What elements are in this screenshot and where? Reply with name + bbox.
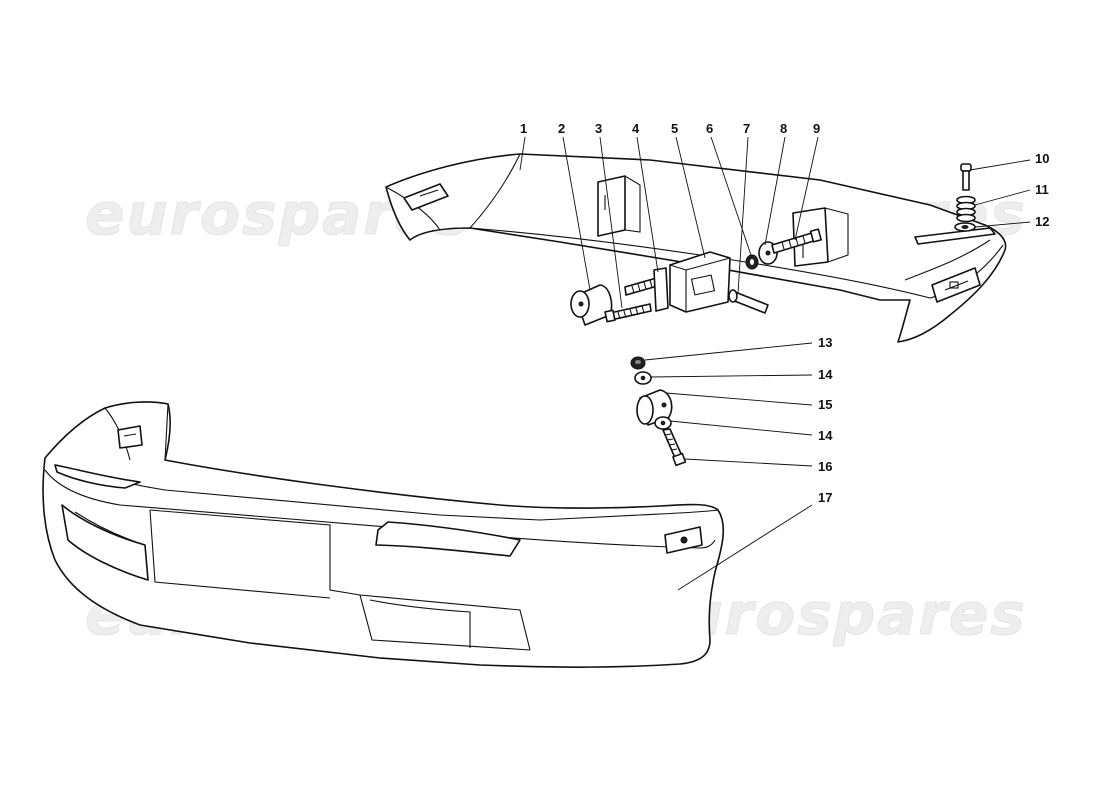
- callout-6: 6: [706, 121, 713, 136]
- callout-14-lower: 14: [818, 428, 833, 443]
- part-9-bolt: [771, 228, 822, 254]
- part-2-rubber-bushing: [570, 284, 613, 326]
- callout-15: 15: [818, 397, 832, 412]
- callout-4: 4: [632, 121, 640, 136]
- callout-8: 8: [780, 121, 787, 136]
- part-5-bracket: [669, 251, 731, 313]
- front-bumper: [42, 401, 725, 668]
- callout-2: 2: [558, 121, 565, 136]
- callout-13: 13: [818, 335, 832, 350]
- part-16-bolt: [662, 428, 687, 467]
- part-11-spring: [956, 195, 976, 223]
- part-6-pin: [728, 289, 769, 314]
- callout-1: 1: [520, 121, 527, 136]
- part-3-bolt: [604, 303, 652, 323]
- callout-10: 10: [1035, 151, 1049, 166]
- part-13-nut: [630, 356, 646, 370]
- callout-11: 11: [1035, 182, 1049, 197]
- rear-bumper: [385, 153, 1007, 343]
- callout-17: 17: [818, 490, 832, 505]
- part-10-screw: [960, 163, 972, 191]
- callout-14-upper: 14: [818, 367, 833, 382]
- callout-labels: 1 2 3 4 5 6 7 8 9 10 11 12 13 14 15 14 1…: [520, 121, 1049, 505]
- part-7-nut: [745, 254, 759, 270]
- leader-lines: [519, 136, 1031, 591]
- callout-9: 9: [813, 121, 820, 136]
- callout-16: 16: [818, 459, 832, 474]
- part-12-washer: [954, 222, 976, 232]
- part-4-plate-bolt: [624, 267, 669, 312]
- part-14-washer-lower: [654, 416, 672, 430]
- callout-3: 3: [595, 121, 602, 136]
- callout-12: 12: [1035, 214, 1049, 229]
- part-14-washer-upper: [634, 371, 652, 385]
- callout-5: 5: [671, 121, 678, 136]
- callout-7: 7: [743, 121, 750, 136]
